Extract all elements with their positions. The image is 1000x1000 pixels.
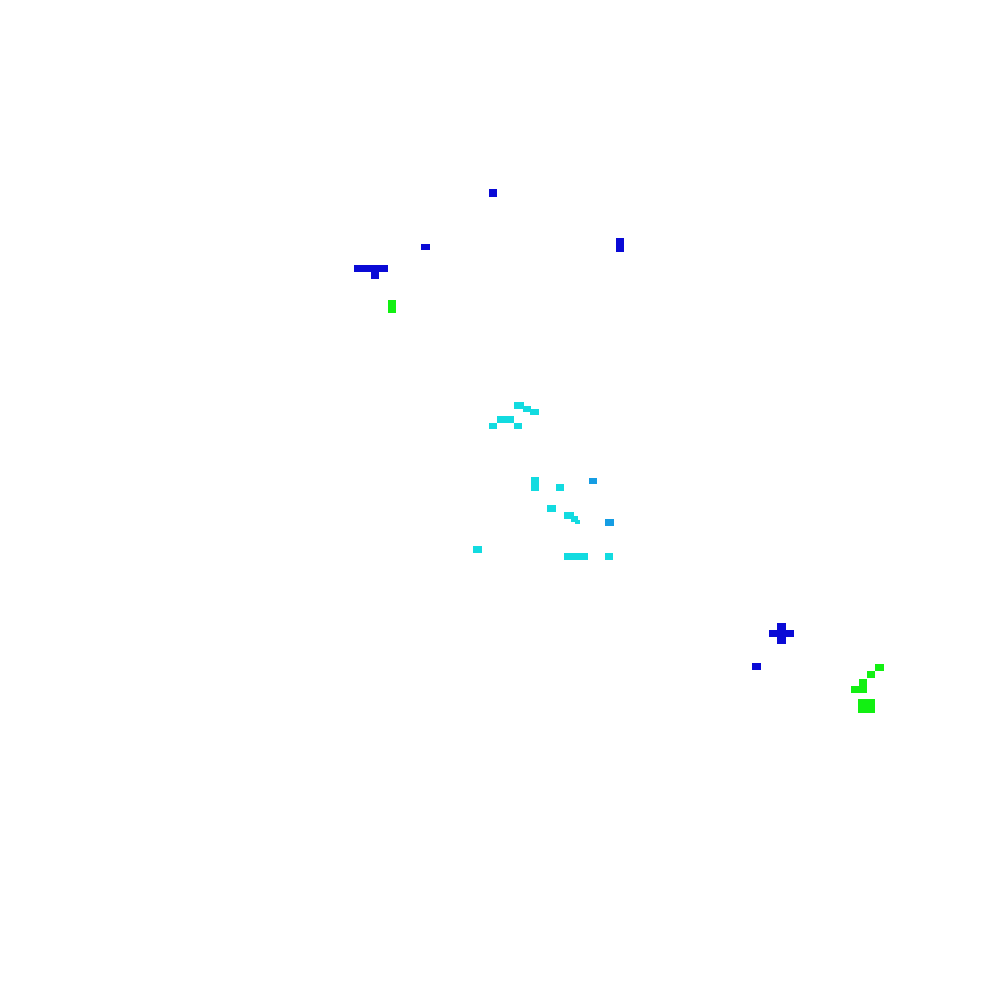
central-cyan-fragments-pixel-8 [547, 505, 556, 512]
central-cyan-fragments-pixel-14 [605, 553, 613, 560]
central-cyan-fragments-pixel-2 [530, 409, 539, 415]
lower-right-blue-fragments [752, 623, 794, 670]
central-cyan-fragments-pixel-11 [575, 520, 580, 524]
fragment-layer [354, 189, 884, 713]
lower-right-green-fragments-pixel-4 [858, 699, 875, 713]
lower-right-blue-fragments-pixel-2 [752, 663, 761, 670]
upper-left-blue-fragments-pixel-0 [489, 189, 497, 197]
central-cyan-fragments-pixel-0 [514, 402, 524, 409]
central-cyan-fragments-pixel-4 [489, 423, 497, 429]
lower-right-green-fragments [851, 664, 884, 713]
central-cyan-fragments-pixel-1 [523, 406, 531, 412]
lower-right-green-fragments-pixel-0 [875, 664, 884, 671]
lower-right-green-fragments-pixel-2 [859, 679, 867, 686]
central-cyan-fragments-pixel-7 [556, 484, 564, 491]
central-cyan-fragments-pixel-12 [473, 546, 482, 553]
central-sky-blue-fragments-pixel-1 [605, 519, 614, 526]
central-sky-blue-fragments-pixel-0 [589, 478, 597, 484]
central-cyan-fragments [473, 402, 613, 560]
central-cyan-fragments-pixel-6 [531, 477, 539, 491]
upper-left-blue-fragments [354, 189, 624, 279]
upper-left-green-fragment-pixel-0 [388, 300, 396, 313]
central-cyan-fragments-pixel-13 [564, 553, 588, 560]
lower-right-green-fragments-pixel-1 [867, 671, 875, 678]
upper-left-blue-fragments-pixel-2 [616, 238, 624, 252]
upper-left-green-fragment [388, 300, 396, 313]
central-cyan-fragments-pixel-3 [497, 416, 514, 423]
upper-left-blue-fragments-pixel-3 [354, 265, 388, 272]
lower-right-blue-fragments-pixel-1 [769, 630, 794, 637]
central-sky-blue-fragments [589, 478, 614, 526]
lower-right-green-fragments-pixel-3 [851, 686, 867, 693]
central-cyan-fragments-pixel-5 [514, 423, 522, 429]
central-cyan-fragments-pixel-10 [571, 516, 578, 522]
central-cyan-fragments-pixel-9 [564, 512, 574, 519]
upper-left-blue-fragments-pixel-4 [371, 272, 379, 279]
upper-left-blue-fragments-pixel-1 [421, 244, 430, 250]
